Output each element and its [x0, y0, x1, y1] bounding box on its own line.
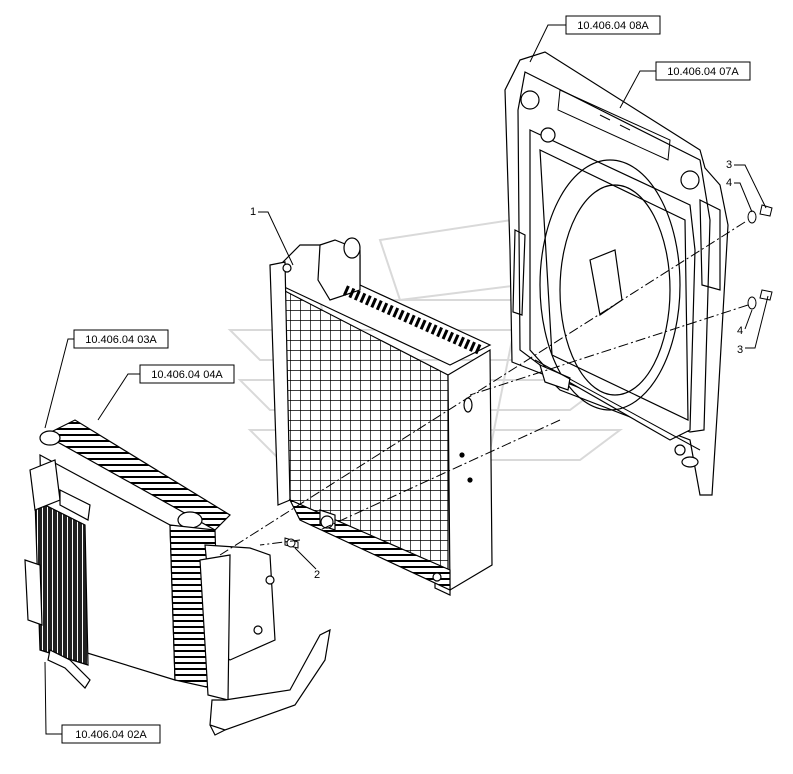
svg-text:10.406.04 02A: 10.406.04 02A: [75, 729, 147, 741]
callout-3-bottom: 3: [737, 295, 769, 356]
reference-label-02a: 10.406.04 02A: [44, 661, 161, 744]
bolt-part-2: [284, 537, 299, 549]
svg-text:1: 1: [250, 206, 256, 218]
svg-text:10.406.04 08A: 10.406.04 08A: [577, 20, 649, 32]
svg-text:10.406.04 04A: 10.406.04 04A: [151, 369, 223, 381]
callout-3-top: 3: [726, 159, 767, 209]
reference-label-07a: 10.406.04 07A: [619, 61, 751, 109]
svg-text:3: 3: [737, 344, 743, 356]
reference-label-08a: 10.406.04 08A: [529, 15, 661, 63]
svg-text:10.406.04 03A: 10.406.04 03A: [85, 334, 157, 346]
charge-air-cooler: [24, 419, 331, 736]
callout-4-bottom: 4: [737, 309, 753, 337]
alignment-lines: [219, 221, 749, 556]
svg-text:4: 4: [726, 177, 732, 189]
callout-4-top: 4: [726, 177, 753, 213]
shroud-inner-frame: [534, 89, 701, 451]
reference-label-03a: 10.406.04 03A: [44, 329, 169, 429]
svg-text:3: 3: [726, 159, 732, 171]
callout-2: 2: [294, 547, 320, 581]
bolt-washer-upper: [747, 204, 773, 224]
reference-label-04a: 10.406.04 04A: [97, 364, 235, 421]
fan-shroud: [504, 51, 729, 496]
bolt-washer-lower: [747, 289, 773, 310]
radiator: [269, 237, 493, 596]
svg-text:4: 4: [737, 325, 743, 337]
svg-text:2: 2: [314, 569, 320, 581]
svg-text:10.406.04 07A: 10.406.04 07A: [667, 66, 739, 78]
callout-1: 1: [250, 206, 294, 266]
